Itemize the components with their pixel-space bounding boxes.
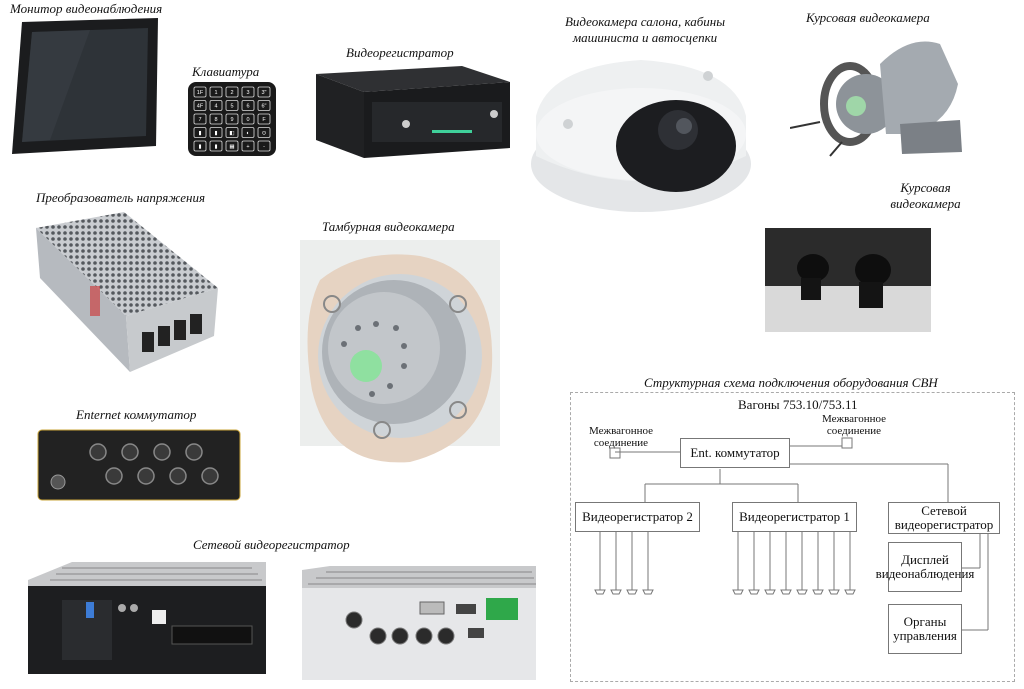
schema-net-dvr: Сетевой видеорегистратор — [888, 502, 1000, 534]
keypad-key-label: ⊙ — [262, 131, 267, 137]
keypad-key — [257, 86, 271, 98]
camera-symbol — [748, 589, 760, 595]
keypad-key — [257, 113, 271, 125]
caption-vestibule-camera: Тамбурная видеокамера — [322, 219, 455, 234]
keypad-key-label: ▮ — [214, 144, 217, 150]
schema-link-left: Межвагонное соединение — [588, 425, 654, 449]
keypad-key — [193, 86, 207, 98]
camera-symbol — [610, 589, 622, 595]
schema-connectors — [594, 437, 989, 631]
vestibule-camera-image — [300, 240, 500, 470]
caption-dvr: Видеорегистратор — [346, 45, 454, 60]
keypad-key-label: 8 — [214, 117, 217, 123]
camera-symbol — [828, 589, 840, 595]
dvr-image — [312, 62, 512, 162]
keypad-key — [209, 86, 223, 98]
keypad-key-label: 2 — [230, 90, 233, 96]
camera-symbol — [732, 589, 744, 595]
caption-voltage-converter: Преобразователь напряжения — [36, 190, 205, 205]
keypad-key-label: 6 — [246, 104, 249, 110]
camera-symbol — [764, 589, 776, 595]
schema-dvr1: Видеорегистратор 1 — [732, 502, 857, 532]
keypad-key-label: 4F — [197, 104, 204, 110]
keypad-key-label: ▮ — [214, 131, 217, 137]
keypad-key — [225, 86, 239, 98]
monitor-image — [10, 16, 160, 156]
keypad-key — [225, 113, 239, 125]
keypad-key-label: 1F — [197, 90, 204, 96]
keypad-key — [225, 140, 239, 152]
schema-display: Дисплей видеонаблюдения — [876, 542, 974, 592]
caption-ethernet-switch: Enternet коммутатор — [76, 407, 197, 422]
keypad-key-label: 9 — [230, 117, 233, 123]
caption-network-dvr: Сетевой видеорегистратор — [193, 537, 350, 552]
keypad-key-label: F — [262, 117, 266, 123]
keypad-key-label: ◧ — [229, 131, 235, 137]
camera-symbol — [812, 589, 824, 595]
schema-frame — [570, 392, 1015, 682]
keypad-key — [241, 127, 255, 138]
keypad-key — [225, 127, 239, 138]
link-left-port — [609, 447, 621, 459]
keypad-key-label: ▮ — [198, 131, 201, 137]
salon-camera-image — [528, 46, 754, 216]
schema-link-right: Межвагонное соединение — [821, 413, 887, 437]
keypad-key-label: - — [263, 144, 265, 150]
voltage-converter-image — [32, 206, 222, 376]
keypad-key — [241, 86, 255, 98]
keypad-key — [209, 113, 223, 125]
keypad-key — [241, 100, 255, 111]
keypad-key — [193, 127, 207, 138]
keypad-key-label: 6" — [261, 104, 266, 110]
camera-symbol — [626, 589, 638, 595]
keypad-key-label: + — [246, 144, 249, 150]
schema-switch: Ent. коммутатор — [680, 438, 790, 468]
camera-symbol — [594, 589, 606, 595]
keypad-key-label: ▦ — [229, 144, 235, 150]
keypad-key-label: 7 — [198, 117, 201, 123]
schema-header: Вагоны 753.10/753.11 — [738, 397, 858, 412]
keypad-key-label: ▮ — [198, 144, 201, 150]
camera-symbol — [780, 589, 792, 595]
camera-symbol — [796, 589, 808, 595]
keypad-key — [241, 113, 255, 125]
schema-dvr2: Видеорегистратор 2 — [575, 502, 700, 532]
course-camera-render-image — [790, 24, 970, 164]
keypad-key-label: 3" — [261, 90, 266, 96]
caption-keyboard: Клавиатура — [192, 64, 260, 79]
ethernet-switch-image — [36, 428, 242, 502]
caption-monitor: Монитор видеонаблюдения — [10, 1, 163, 16]
network-dvr-front-image — [22, 560, 268, 678]
keypad-key — [257, 140, 271, 152]
keypad-key — [193, 100, 207, 111]
keypad-key-label: 3 — [246, 90, 249, 96]
keypad-key — [257, 100, 271, 111]
keypad-key-label: 1 — [214, 90, 217, 96]
keypad-key — [209, 140, 223, 152]
course-camera-photo-image — [765, 228, 931, 332]
keypad-key — [193, 140, 207, 152]
keypad-key — [241, 140, 255, 152]
keypad-key-label: 0 — [246, 117, 249, 123]
keypad-key — [225, 100, 239, 111]
camera-symbol — [642, 589, 654, 595]
caption-schema-title: Структурная схема подключения оборудован… — [644, 375, 938, 390]
keypad-key-label: 5 — [230, 104, 233, 110]
schema-controls: Органы управления — [888, 604, 962, 654]
camera-symbol — [844, 589, 856, 595]
caption-salon-camera: Видеокамера салона, кабины машиниста и а… — [564, 14, 726, 45]
link-right-port — [841, 437, 853, 449]
keypad-key-label: ◐ — [246, 131, 250, 137]
caption-course-camera-photo: Курсовая видеокамера — [890, 180, 961, 211]
keypad-key — [193, 113, 207, 125]
keypad-key — [257, 127, 271, 138]
keypad-key-label: 4 — [214, 104, 217, 110]
keyboard-image: 1F 1 2 3 3" 4F 4 5 6 6" 7 8 9 0 F ▮ ▮ ◧ ◐ ⊙ ▮ ▮ ▦ + - — [186, 80, 278, 158]
keypad-key — [209, 100, 223, 111]
keypad-key — [209, 127, 223, 138]
caption-course-camera-top: Курсовая видеокамера — [806, 10, 930, 25]
network-dvr-rear-image — [296, 564, 540, 682]
